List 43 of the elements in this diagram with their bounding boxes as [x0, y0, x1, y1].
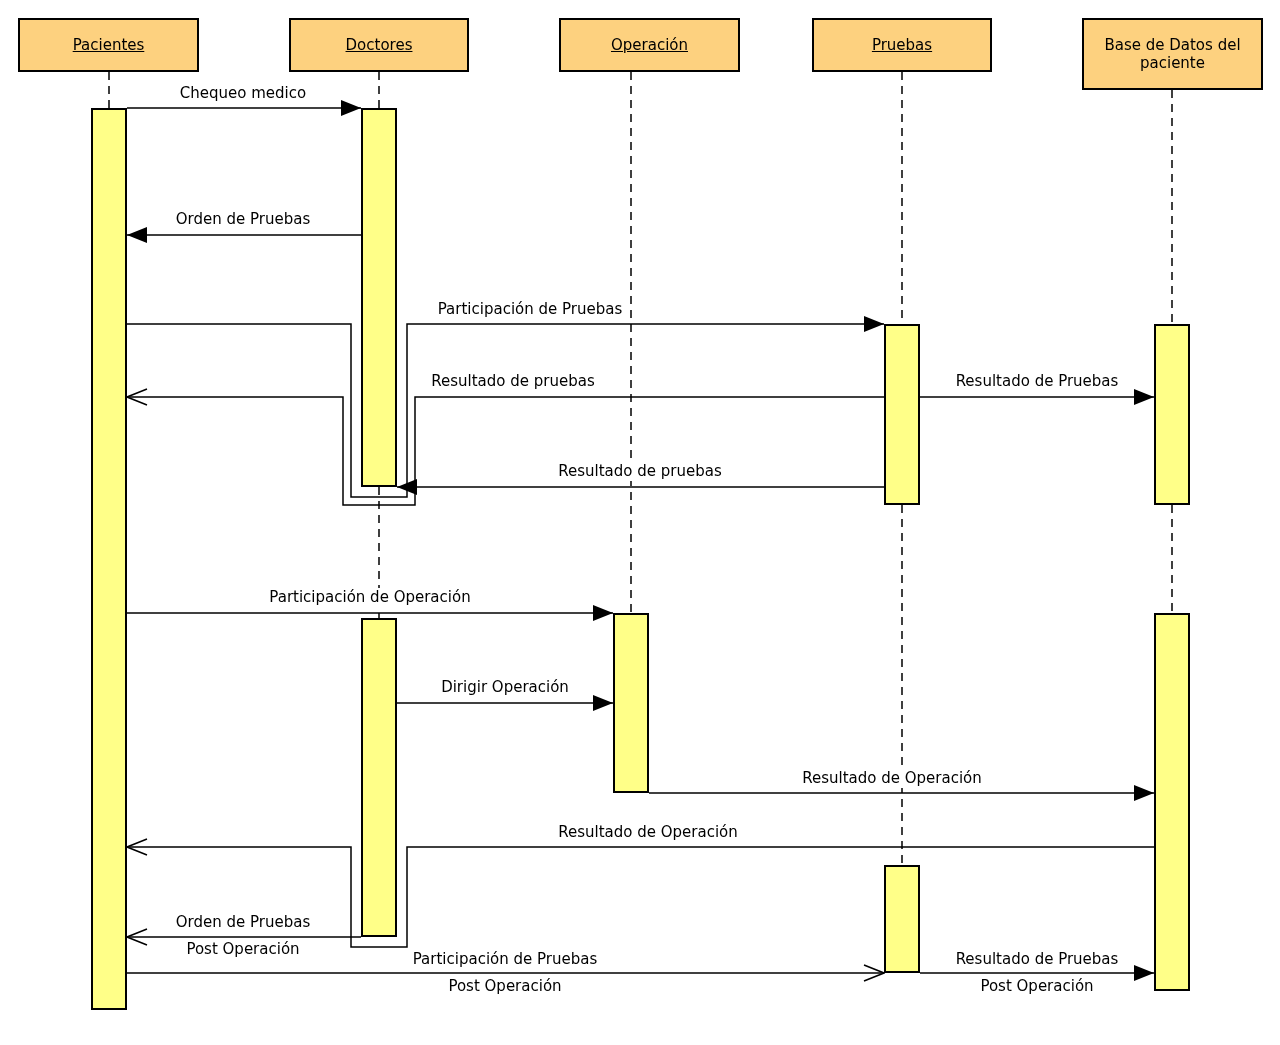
edge-label: Chequeo medico	[177, 84, 309, 103]
lifeline	[378, 486, 380, 619]
message-arrow	[919, 965, 1155, 981]
message-arrow	[126, 100, 362, 116]
message-arrow	[126, 316, 885, 498]
message-arrow	[126, 928, 362, 946]
lifeline	[630, 71, 632, 614]
lifeline-header: Pruebas	[812, 18, 992, 72]
edge-label: Participación de Operación	[267, 588, 473, 607]
edge-label: Resultado de Operación	[800, 769, 984, 788]
lifeline	[901, 504, 903, 866]
activation-bar	[884, 324, 920, 505]
message-arrow	[648, 785, 1155, 801]
message-arrow	[126, 605, 614, 621]
lifeline	[1171, 504, 1173, 614]
edge-label: Resultado de Operación	[556, 823, 740, 842]
lifeline	[378, 71, 380, 109]
activation-bar	[1154, 613, 1190, 991]
lifeline	[1171, 89, 1173, 325]
lifeline-header: Pacientes	[18, 18, 199, 72]
message-arrow	[126, 388, 885, 506]
edge-label: Resultado de pruebas	[556, 462, 724, 481]
activation-bar	[1154, 324, 1190, 505]
edge-label: Participación de Pruebas Post Operación	[411, 949, 599, 997]
activation-bar	[361, 618, 397, 937]
activation-bar	[884, 865, 920, 973]
message-arrow	[396, 695, 614, 711]
lifeline-header: Operación	[559, 18, 740, 72]
message-arrow	[126, 227, 362, 243]
edge-label: Resultado de pruebas	[429, 372, 597, 391]
message-arrow	[919, 389, 1155, 405]
lifeline-header: Doctores	[289, 18, 469, 72]
message-arrow	[126, 838, 1155, 948]
lifeline-header: Base de Datos del paciente	[1082, 18, 1263, 90]
message-arrow	[396, 479, 885, 495]
lifeline	[108, 71, 110, 109]
message-arrow	[126, 964, 885, 982]
activation-bar	[361, 108, 397, 487]
edge-label: Dirigir Operación	[439, 678, 571, 697]
activation-bar	[613, 613, 649, 793]
edge-label: Resultado de Pruebas Post Operación	[954, 949, 1120, 997]
edge-label: Orden de Pruebas Post Operación	[174, 912, 312, 960]
activation-bar	[91, 108, 127, 1010]
